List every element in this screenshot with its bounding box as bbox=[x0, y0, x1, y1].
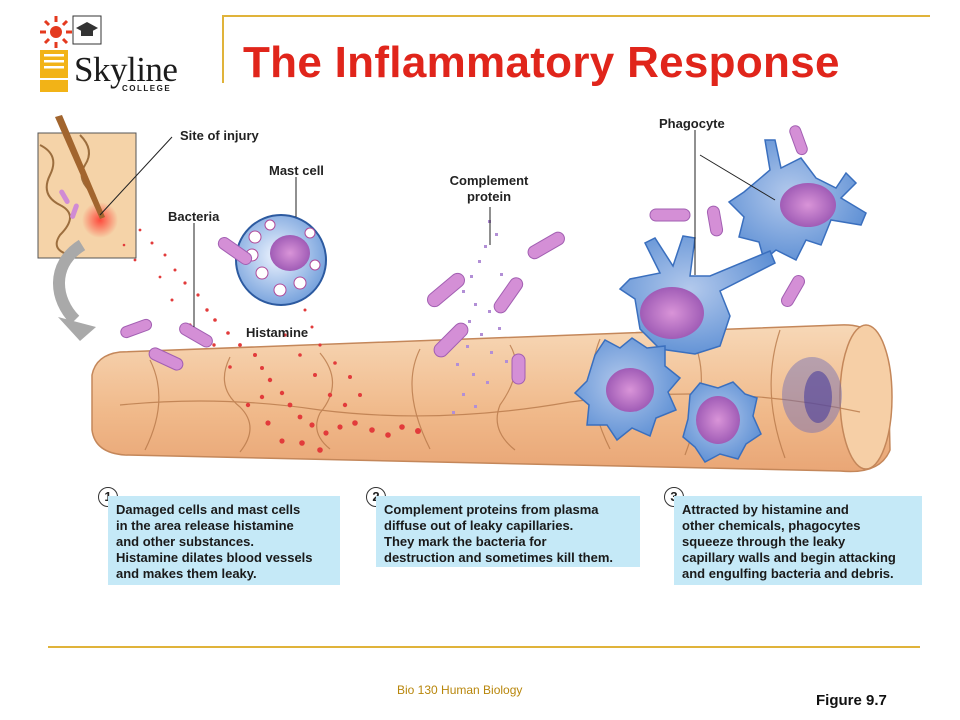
splinter-icon bbox=[55, 115, 105, 219]
capillary-vessel bbox=[91, 324, 893, 473]
label-phagocyte: Phagocyte bbox=[659, 116, 725, 131]
label-complement: Complement bbox=[450, 173, 529, 188]
logo-squares bbox=[40, 50, 68, 92]
leader-lines bbox=[99, 130, 776, 327]
label-site-of-injury: Site of injury bbox=[180, 128, 260, 143]
figure-number: Figure 9.7 bbox=[816, 692, 887, 709]
step-3-box: Attracted by histamine and other chemica… bbox=[674, 496, 922, 585]
phagocyte-top-right bbox=[727, 139, 867, 262]
zoom-arrow-icon bbox=[53, 239, 86, 325]
bacteria bbox=[120, 125, 808, 385]
page-title: The Inflammatory Response bbox=[243, 38, 840, 87]
step-1-line: Damaged cells and mast cells bbox=[116, 502, 301, 517]
label-bacteria: Bacteria bbox=[168, 209, 220, 224]
phagocyte-in-vessel-right bbox=[682, 381, 762, 463]
logo-subtitle: COLLEGE bbox=[122, 84, 172, 93]
step-1-line: and makes them leaky. bbox=[116, 566, 257, 581]
phagocyte-upper-center bbox=[618, 235, 776, 355]
logo-wordmark: Skyline bbox=[74, 50, 178, 89]
injury-inset bbox=[37, 115, 137, 259]
step-2-line: destruction and sometimes kill them. bbox=[384, 550, 613, 565]
footer-course: Bio 130 Human Biology bbox=[397, 683, 523, 697]
step-3-line: and engulfing bacteria and debris. bbox=[682, 566, 894, 581]
step-2-line: Complement proteins from plasma bbox=[384, 502, 599, 517]
mast-cell bbox=[235, 214, 327, 306]
step-3-line: capillary walls and begin attacking bbox=[682, 550, 896, 565]
phagocyte-in-vessel-left bbox=[573, 337, 682, 442]
skyline-college-logo bbox=[38, 14, 188, 94]
label-histamine: Histamine bbox=[246, 325, 308, 340]
step-1-line: and other substances. bbox=[116, 534, 254, 549]
step-3-line: other chemicals, phagocytes bbox=[682, 518, 861, 533]
step-1-line: Histamine dilates blood vessels bbox=[116, 550, 313, 565]
step-2-line: They mark the bacteria for bbox=[384, 534, 547, 549]
step-3-line: squeeze through the leaky bbox=[682, 534, 846, 549]
sun-icon bbox=[40, 16, 72, 48]
histamine-dots bbox=[122, 228, 421, 453]
step-2-line: diffuse out of leaky capillaries. bbox=[384, 518, 574, 533]
title-frame bbox=[222, 15, 930, 83]
step-1-line: in the area release histamine bbox=[116, 518, 294, 533]
label-protein-text: protein bbox=[467, 189, 511, 204]
inflammation-diagram: Site of injury Mast cell Bacteria Histam… bbox=[37, 115, 893, 473]
logo-mark bbox=[40, 15, 102, 92]
graduation-cap-icon bbox=[72, 15, 102, 45]
step-1-box: Damaged cells and mast cells in the area… bbox=[108, 496, 340, 585]
label-mast-cell: Mast cell bbox=[269, 163, 324, 178]
step-2-box: Complement proteins from plasma diffuse … bbox=[376, 496, 640, 567]
footer-rule bbox=[48, 646, 920, 648]
step-3-line: Attracted by histamine and bbox=[682, 502, 849, 517]
